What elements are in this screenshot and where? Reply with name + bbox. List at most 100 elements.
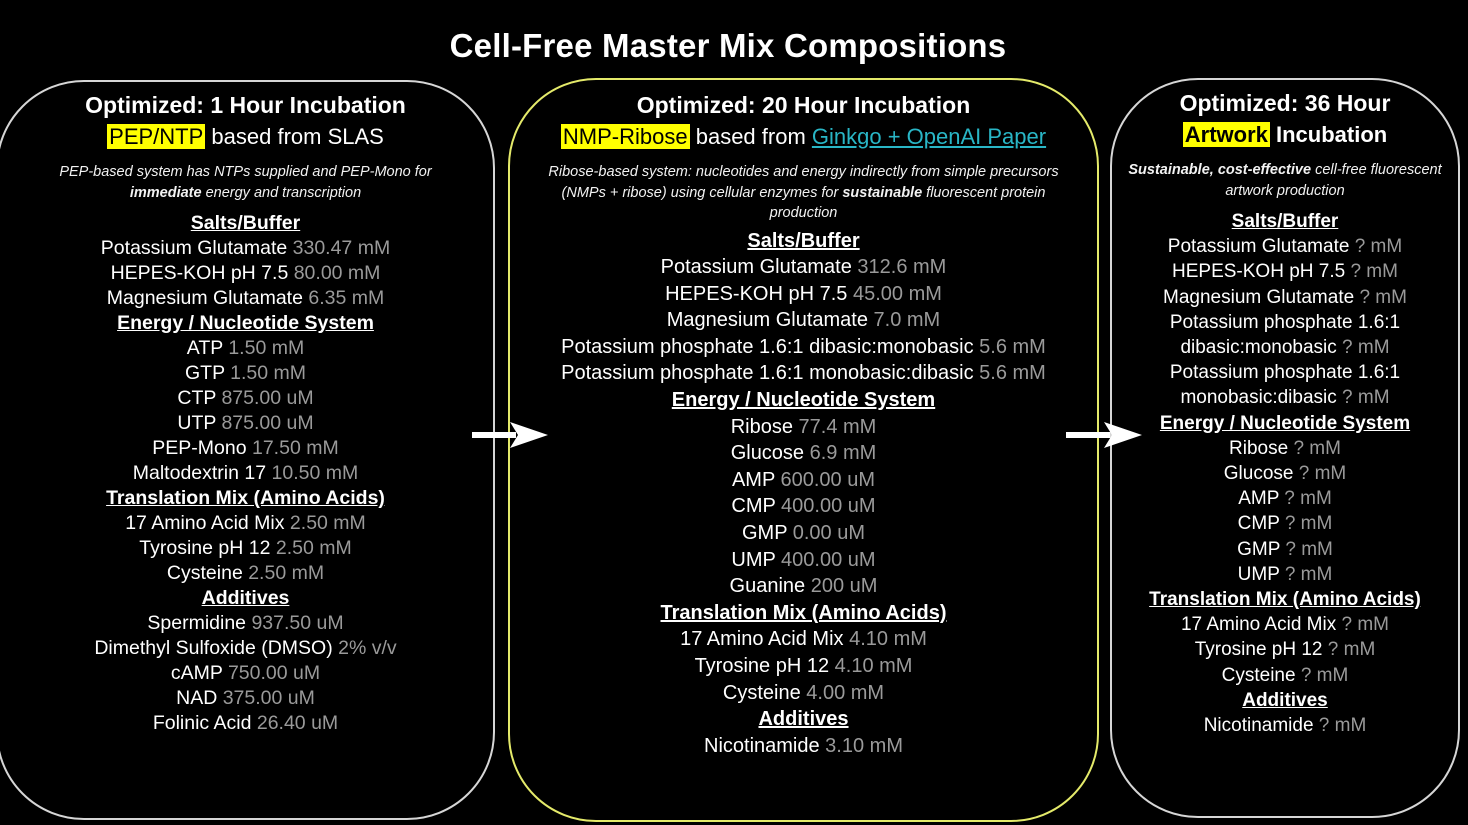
component-row: Potassium Glutamate 330.47 mM [0,236,493,261]
component-name: HEPES-KOH pH 7.5 [665,282,848,305]
component-amount: 875.00 uM [216,387,314,409]
component-name: GTP [184,362,225,384]
component-name: CMP [731,495,776,518]
component-row: 17 Amino Acid Mix 4.10 mM [510,626,1097,653]
component-amount: 5.6 mM [973,335,1046,358]
component-name: Tyrosine pH 12 [1194,639,1323,661]
section-header: Additives [201,587,290,609]
component-amount: 400.00 uM [775,548,876,571]
component-row: Potassium phosphate 1.6:1 dibasic:monoba… [510,334,1097,361]
section-header: Energy / Nucleotide System [117,312,374,334]
component-name: UMP [731,548,776,571]
component-row: Maltodextrin 17 10.50 mM [0,461,493,486]
section-header: Salts/Buffer [747,229,860,252]
component-amount: 875.00 uM [216,412,314,434]
component-row: Cysteine ? mM [1112,663,1458,688]
component-row: dibasic:monobasic ? mM [1112,335,1458,360]
component-amount: ? mM [1288,437,1341,459]
method-highlight: NMP-Ribose [560,124,690,149]
component-row: PEP-Mono 17.50 mM [0,436,493,461]
component-amount: ? mM [1354,286,1407,308]
description-text: Sustainable, cost-effective [1128,162,1312,178]
component-amount: 0.00 uM [787,522,866,545]
component-row: Folinic Acid 26.40 uM [0,711,493,736]
component-row: NAD 375.00 uM [0,686,493,711]
component-amount: 6.9 mM [804,442,877,465]
section-header: Energy / Nucleotide System [1159,412,1411,434]
component-name: HEPES-KOH pH 7.5 [110,262,289,284]
component-name: Cysteine [166,562,243,584]
component-row: Magnesium Glutamate 7.0 mM [510,307,1097,334]
component-amount: 4.00 mM [800,681,885,704]
panel-subheading: Artwork Incubation [1112,119,1458,150]
component-amount: 5.6 mM [973,362,1046,385]
component-amount: ? mM [1293,463,1347,485]
right-arrow-icon [1066,422,1142,448]
component-row: Ribose ? mM [1112,436,1458,461]
panel-description: Sustainable, cost-effective cell-free fl… [1125,160,1445,201]
component-amount: 2% v/v [332,637,397,659]
component-name: UTP [177,412,217,434]
component-amount: 7.0 mM [867,309,941,332]
component-amount: ? mM [1279,513,1333,535]
component-amount: ? mM [1336,337,1390,359]
component-amount: 750.00 uM [222,662,321,684]
component-amount: 937.50 uM [246,612,344,634]
section-header: Translation Mix (Amino Acids) [660,601,947,624]
component-name: dibasic:monobasic [1180,337,1337,359]
component-amount: ? mM [1349,236,1403,258]
component-name: ATP [186,337,223,359]
component-name: Tyrosine pH 12 [139,537,271,559]
component-row: cAMP 750.00 uM [0,661,493,686]
source-link[interactable]: Ginkgo + OpenAI Paper [811,124,1047,149]
section-header: Salts/Buffer [190,212,301,234]
component-name: Dimethyl Sulfoxide (DMSO) [94,637,333,659]
section-header: Additives [1242,689,1328,711]
component-name: Potassium phosphate 1.6:1 monobasic:diba… [561,362,974,385]
component-name: 17 Amino Acid Mix [1180,614,1337,636]
component-name: Glucose [1223,463,1294,485]
component-row: HEPES-KOH pH 7.5 45.00 mM [510,281,1097,308]
component-row: Glucose 6.9 mM [510,440,1097,467]
component-amount: 77.4 mM [792,415,877,438]
component-row: Cysteine 4.00 mM [510,680,1097,707]
component-amount: 17.50 mM [246,437,339,459]
description-text: immediate [129,184,202,201]
section-header: Translation Mix (Amino Acids) [106,487,385,509]
component-row: Spermidine 937.50 uM [0,611,493,636]
component-name: GMP [1237,538,1281,560]
component-amount: ? mM [1279,488,1332,510]
component-row: Glucose ? mM [1112,461,1458,486]
component-row: AMP 600.00 uM [510,467,1097,494]
component-row: UMP 400.00 uM [510,547,1097,574]
component-row: Nicotinamide ? mM [1112,713,1458,738]
component-row: Guanine 200 uM [510,573,1097,600]
component-row: Potassium phosphate 1.6:1 [1112,310,1458,335]
panel-description: Ribose-based system: nucleotides and ene… [534,162,1074,224]
component-name: Potassium phosphate 1.6:1 dibasic:monoba… [561,335,974,358]
component-amount: ? mM [1336,387,1390,409]
description-text: sustainable [842,184,923,201]
component-name: Potassium phosphate 1.6:1 [1169,362,1401,384]
component-row: Magnesium Glutamate ? mM [1112,285,1458,310]
component-name: Cysteine [1221,664,1296,686]
component-name: Glucose [730,442,805,465]
description-text: PEP-based system has NTPs supplied and P… [59,164,432,180]
component-row: Potassium Glutamate 312.6 mM [510,254,1097,281]
component-name: NAD [176,687,218,709]
panel-heading: Optimized: 20 Hour Incubation [636,92,971,118]
component-name: Cysteine [722,681,801,704]
component-name: AMP [1238,488,1280,510]
description-text: Ribose-based system: nucleotides and ene… [548,164,1059,201]
component-row: GMP ? mM [1112,537,1458,562]
component-amount: ? mM [1313,715,1367,737]
component-amount: 3.10 mM [819,734,903,757]
section-header: Energy / Nucleotide System [671,389,936,412]
component-row: GTP 1.50 mM [0,361,493,386]
component-name: monobasic:dibasic [1180,387,1337,409]
component-amount: 312.6 mM [851,256,947,279]
component-row: Dimethyl Sulfoxide (DMSO) 2% v/v [0,636,493,661]
description-text: cell-free fluorescent artwork production [1225,162,1442,199]
